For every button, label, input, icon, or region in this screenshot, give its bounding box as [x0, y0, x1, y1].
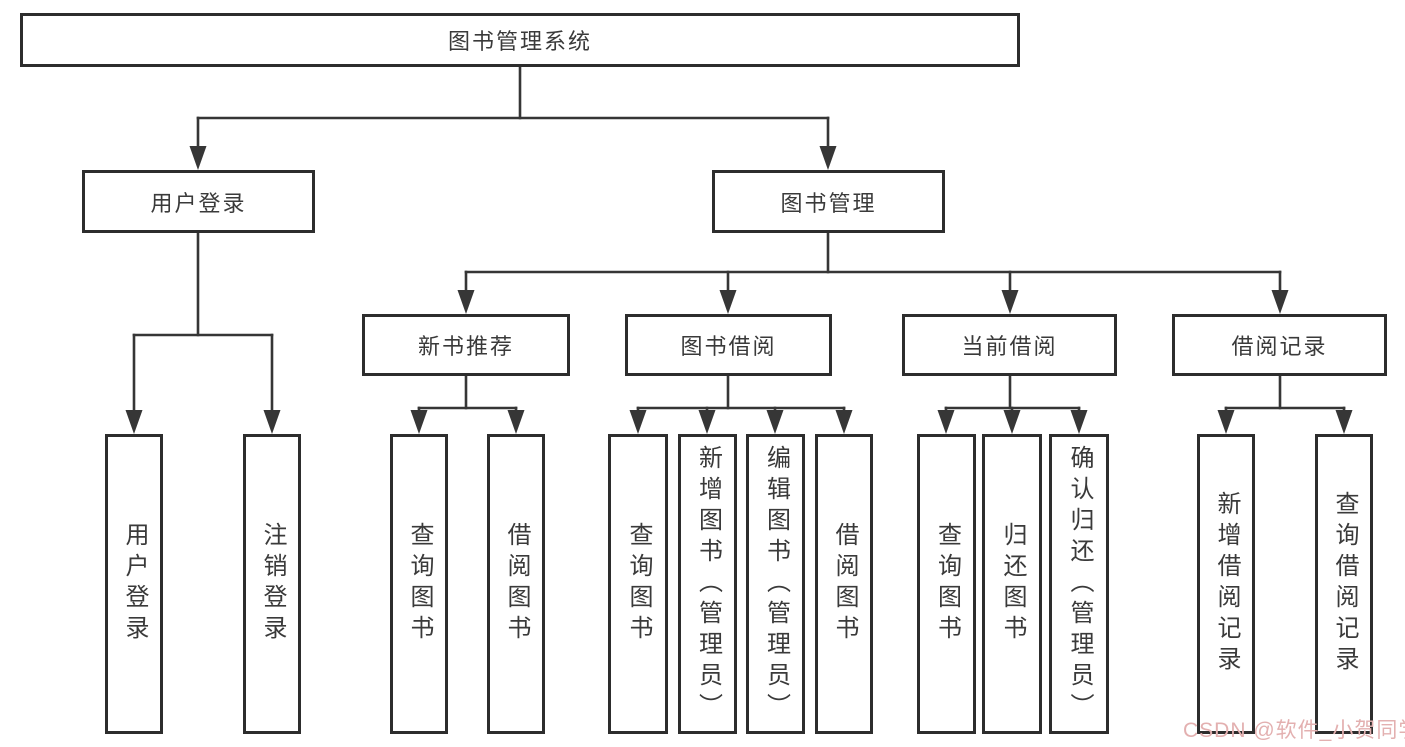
node-label: 当前借阅	[961, 334, 1058, 359]
node-query-books-current: 查询图书	[917, 434, 976, 734]
node-query-borrow-record: 查询借阅记录	[1315, 434, 1373, 734]
node-label: 用户登录	[121, 522, 148, 646]
node-user-login: 用户登录	[82, 170, 315, 233]
node-library-system: 图书管理系统	[20, 13, 1020, 67]
node-current-borrow: 当前借阅	[902, 314, 1117, 376]
node-return-book: 归还图书	[982, 434, 1042, 734]
node-label: 借阅图书	[831, 522, 858, 646]
node-add-borrow-record: 新增借阅记录	[1197, 434, 1255, 734]
node-label: 借阅图书	[503, 522, 530, 646]
node-borrow-books-recommend: 借阅图书	[487, 434, 545, 734]
node-confirm-return-admin: 确认归还（管理员）	[1049, 434, 1109, 734]
node-label: 用户登录	[150, 190, 247, 216]
node-book-management: 图书管理	[712, 170, 945, 233]
node-label: 新书推荐	[417, 334, 514, 359]
node-label: 图书管理系统	[447, 29, 592, 54]
node-label: 新增图书（管理员）	[694, 444, 722, 724]
node-label: 借阅记录	[1231, 334, 1328, 359]
node-label: 注销登录	[259, 522, 286, 646]
node-label: 图书管理	[780, 190, 877, 216]
node-label: 新增借阅记录	[1213, 491, 1240, 677]
csdn-watermark: CSDN @软件_小贺同学	[1183, 719, 1405, 742]
node-borrow-records: 借阅记录	[1172, 314, 1387, 376]
node-label: 查询图书	[406, 522, 433, 646]
node-label: 查询图书	[933, 522, 961, 646]
node-label: 归还图书	[999, 522, 1026, 646]
node-user-login-leaf: 用户登录	[105, 434, 163, 734]
node-edit-book-admin: 编辑图书（管理员）	[746, 434, 805, 734]
node-label: 查询借阅记录	[1331, 491, 1358, 677]
node-query-books-borrow: 查询图书	[608, 434, 668, 734]
node-new-book-recommend: 新书推荐	[362, 314, 570, 376]
node-label: 编辑图书（管理员）	[762, 444, 790, 724]
node-label: 查询图书	[625, 522, 652, 646]
node-borrow-books-leaf: 借阅图书	[815, 434, 873, 734]
node-book-borrow: 图书借阅	[625, 314, 832, 376]
node-query-books-recommend: 查询图书	[390, 434, 448, 734]
node-label: 确认归还（管理员）	[1066, 444, 1093, 724]
node-add-book-admin: 新增图书（管理员）	[678, 434, 737, 734]
node-logout: 注销登录	[243, 434, 301, 734]
node-label: 图书借阅	[680, 334, 777, 359]
